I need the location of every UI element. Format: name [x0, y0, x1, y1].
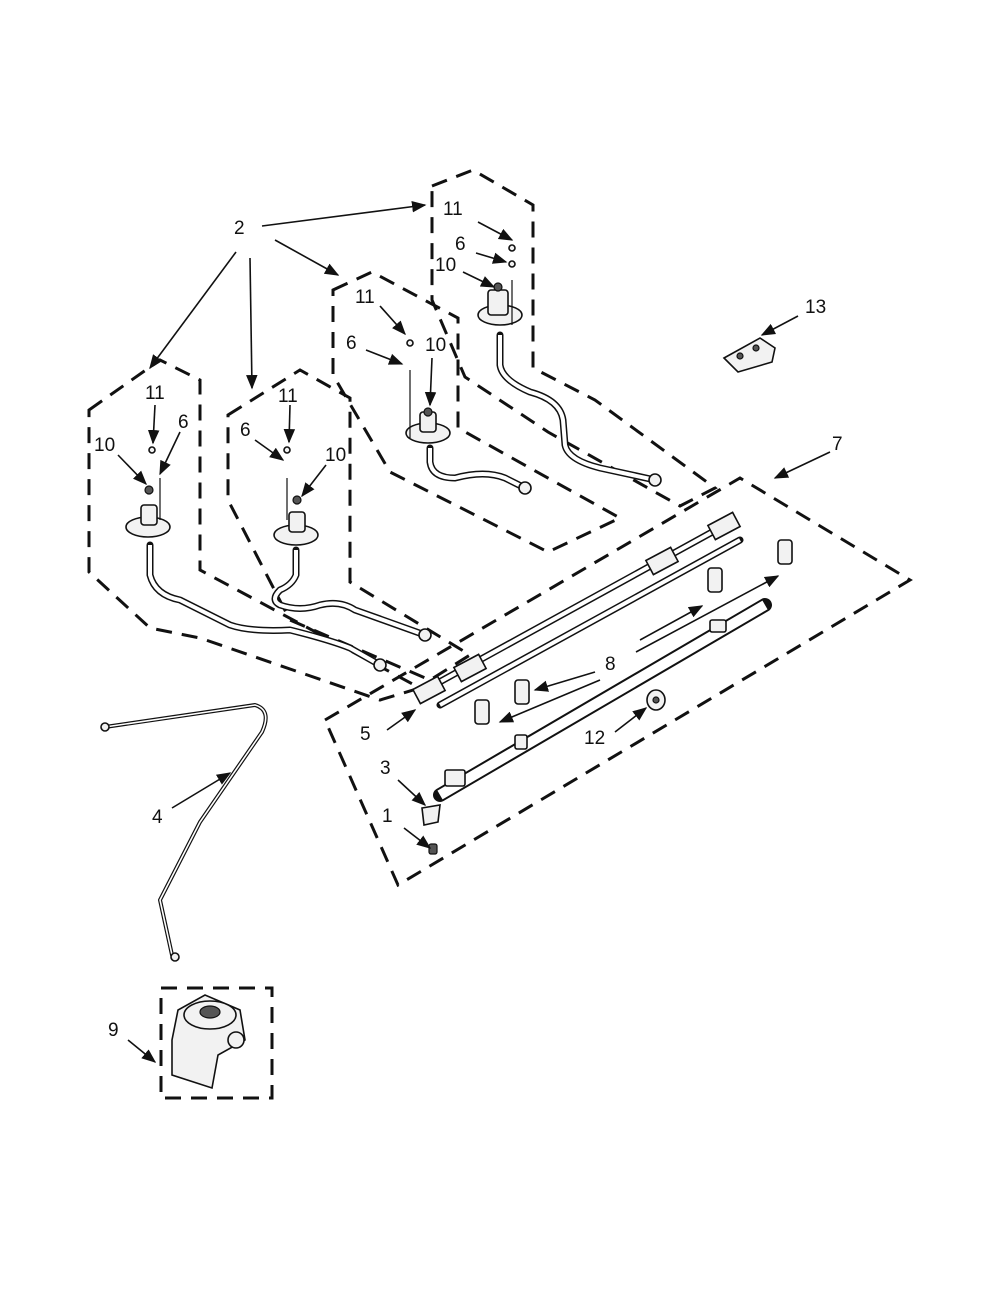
callout-1: 1 — [382, 806, 393, 827]
callout-11-rear-left: 11 — [355, 287, 375, 308]
bracket-and-screw — [421, 804, 441, 855]
callout-2: 2 — [234, 218, 245, 239]
manifold-assembly — [411, 511, 744, 709]
callout-11-front-left: 11 — [145, 383, 165, 404]
burner-tube — [433, 598, 772, 802]
callout-10-rear-right: 10 — [435, 255, 456, 276]
callout-9: 9 — [108, 1020, 119, 1041]
burner-orifices — [474, 539, 793, 725]
leader-arrows — [117, 200, 831, 1063]
callout-10-front-right: 10 — [325, 445, 346, 466]
callout-11-front-right: 11 — [278, 386, 298, 407]
rear-left-valve-box — [331, 270, 624, 554]
seal-washer — [646, 689, 666, 711]
callout-6-rear-left: 6 — [346, 333, 357, 354]
callout-3: 3 — [380, 758, 391, 779]
valve-group-boxes — [87, 168, 913, 1100]
rear-right-burner-valve — [477, 244, 662, 487]
callout-10-front-left: 10 — [94, 435, 115, 456]
callout-6-front-right: 6 — [240, 420, 251, 441]
callout-5: 5 — [360, 724, 371, 745]
pressure-regulator — [171, 994, 246, 1090]
callout-7: 7 — [832, 434, 843, 455]
callout-12: 12 — [584, 728, 605, 749]
rear-right-valve-box — [430, 168, 718, 508]
manifold-box — [323, 476, 913, 888]
callout-10-rear-left: 10 — [425, 335, 446, 356]
callout-11-rear-right: 11 — [443, 199, 463, 220]
callout-6-rear-right: 6 — [455, 234, 466, 255]
front-right-valve-box — [226, 368, 473, 682]
callout-labels: 2 11 6 10 11 6 10 11 10 6 11 6 10 13 7 8… — [94, 199, 843, 1041]
front-left-burner-valve — [125, 446, 387, 672]
front-right-burner-valve — [271, 446, 432, 642]
callout-8: 8 — [605, 654, 616, 675]
regulator-box — [159, 986, 274, 1100]
callout-6-front-left: 6 — [178, 412, 189, 433]
front-left-valve-box — [87, 358, 424, 702]
rear-terminal-block — [722, 337, 776, 373]
gas-supply-tube — [100, 703, 268, 962]
callout-13: 13 — [805, 297, 826, 318]
rear-left-burner-valve — [405, 339, 532, 495]
callout-4: 4 — [152, 807, 163, 828]
